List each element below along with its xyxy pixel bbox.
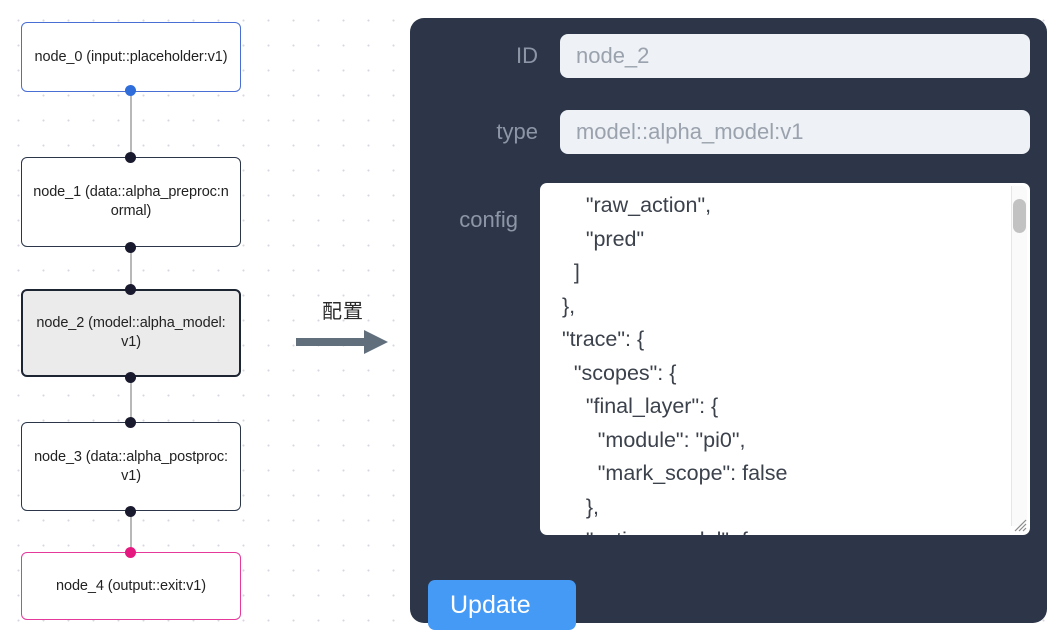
config-scrollbar-track[interactable] — [1011, 186, 1027, 526]
node-handle-node_4-in[interactable] — [125, 547, 136, 558]
config-scrollbar-thumb[interactable] — [1013, 199, 1026, 233]
configure-arrow-label: 配置 — [322, 299, 364, 323]
node-handle-node_3-out[interactable] — [125, 506, 136, 517]
graph-node-node_0[interactable]: node_0 (input::placeholder:v1) — [21, 22, 241, 92]
node-config-panel: ID type config "raw_action", "pred" ] },… — [410, 18, 1047, 630]
graph-node-label: node_1 (data::alpha_preproc:normal) — [33, 184, 229, 219]
arrow-shaft — [296, 338, 366, 346]
graph-node-label: node_3 (data::alpha_postproc:v1) — [34, 448, 228, 484]
node-handle-node_1-in[interactable] — [125, 152, 136, 163]
type-field-row: type — [428, 110, 1030, 154]
graph-node-node_2[interactable]: node_2 (model::alpha_model:v1) — [21, 289, 241, 377]
graph-node-label: node_4 (output::exit:v1) — [56, 577, 206, 594]
arrow-right-icon — [296, 330, 390, 354]
node-handle-node_2-in[interactable] — [125, 284, 136, 295]
config-textarea-wrap: "raw_action", "pred" ] }, "trace": { "sc… — [540, 183, 1030, 535]
config-textarea[interactable]: "raw_action", "pred" ] }, "trace": { "sc… — [540, 183, 1030, 535]
graph-node-node_4[interactable]: node_4 (output::exit:v1) — [21, 552, 241, 620]
type-input[interactable] — [559, 110, 1030, 154]
config-field-row: config "raw_action", "pred" ] }, "trace"… — [428, 183, 1030, 535]
arrow-head — [364, 330, 388, 354]
node-handle-node_3-in[interactable] — [125, 417, 136, 428]
node-handle-node_2-out[interactable] — [125, 372, 136, 383]
update-button[interactable]: Update — [428, 580, 576, 630]
id-input[interactable] — [559, 34, 1030, 78]
edge-node2-node3 — [130, 377, 132, 422]
node-handle-node_1-out[interactable] — [125, 242, 136, 253]
graph-node-node_1[interactable]: node_1 (data::alpha_preproc:normal) — [21, 157, 241, 247]
edge-node1-node2 — [130, 247, 132, 289]
graph-node-node_3[interactable]: node_3 (data::alpha_postproc:v1) — [21, 422, 241, 511]
config-field-label: config — [459, 207, 518, 232]
graph-node-label: node_2 (model::alpha_model:v1) — [36, 315, 226, 350]
type-field-label: type — [496, 119, 538, 144]
edge-node3-node4 — [130, 511, 132, 552]
node-handle-node_0-out[interactable] — [125, 85, 136, 96]
edge-node0-node1 — [130, 90, 132, 160]
id-field-label: ID — [515, 43, 538, 68]
id-field-row: ID — [428, 34, 1030, 78]
configure-arrow-group: 配置 — [296, 295, 390, 354]
graph-node-label: node_0 (input::placeholder:v1) — [34, 48, 228, 65]
